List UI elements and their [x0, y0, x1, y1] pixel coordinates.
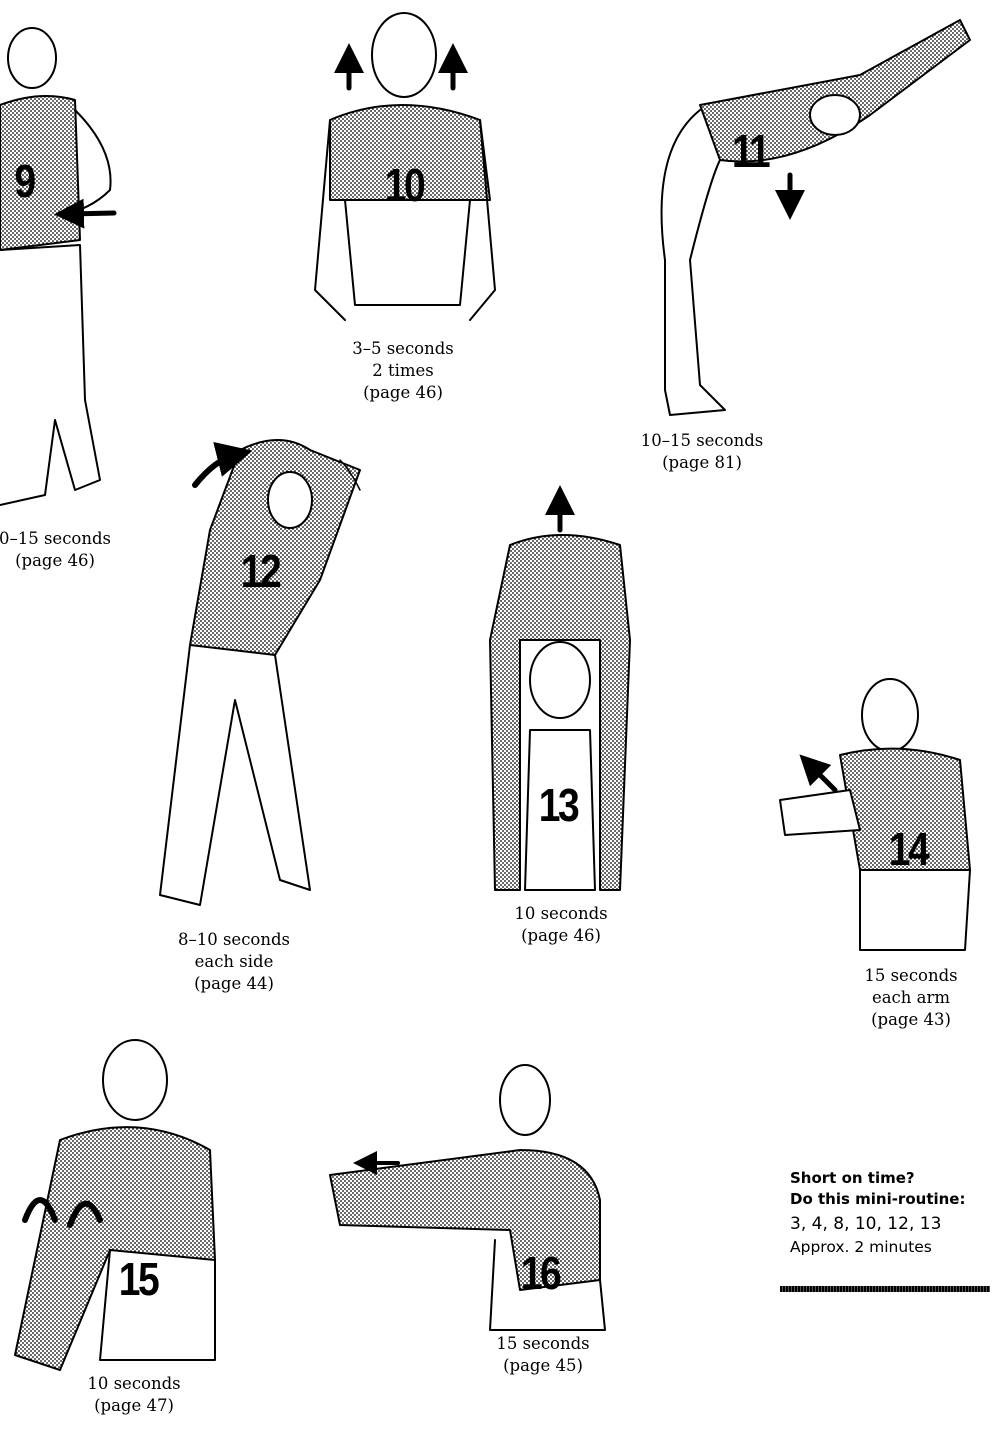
- caption-9: 0–15 seconds (page 46): [0, 528, 111, 572]
- figure-13: [489, 485, 631, 891]
- caption-line: 0–15 seconds: [0, 529, 112, 548]
- caption-line: (page 44): [194, 974, 274, 993]
- caption-line: 10 seconds: [514, 904, 608, 923]
- caption-line: (page 81): [662, 453, 742, 472]
- caption-14: 15 seconds each arm (page 43): [864, 965, 957, 1031]
- mini-routine-heading-1: Short on time?: [790, 1169, 915, 1187]
- mini-routine-list: 3, 4, 8, 10, 12, 13: [790, 1214, 942, 1234]
- caption-line: 10–15 seconds: [640, 431, 764, 450]
- figure-11: [660, 19, 971, 416]
- caption-line: (page 46): [363, 383, 443, 402]
- caption-15: 10 seconds (page 47): [87, 1373, 180, 1417]
- figure-10: [314, 12, 496, 321]
- stretch-number-12: 12: [240, 545, 282, 597]
- caption-line: 3–5 seconds: [352, 339, 454, 358]
- mini-routine-heading-2: Do this mini-routine:: [790, 1190, 966, 1208]
- caption-11: 10–15 seconds (page 81): [641, 430, 764, 474]
- caption-12: 8–10 seconds each side (page 44): [178, 929, 290, 995]
- stretch-number-11: 11: [731, 125, 771, 177]
- caption-10: 3–5 seconds 2 times (page 46): [352, 338, 454, 404]
- figure-14: [779, 678, 971, 951]
- stretch-number-16: 16: [520, 1247, 562, 1299]
- caption-13: 10 seconds (page 46): [514, 903, 607, 947]
- caption-line: (page 46): [15, 551, 95, 570]
- caption-line: 10 seconds: [87, 1374, 181, 1393]
- caption-line: (page 45): [503, 1356, 583, 1375]
- caption-16: 15 seconds (page 45): [496, 1333, 589, 1377]
- caption-line: 2 times: [372, 361, 434, 380]
- stretch-number-9: 9: [14, 155, 36, 207]
- stretch-number-15: 15: [118, 1253, 160, 1305]
- caption-line: (page 47): [94, 1396, 174, 1415]
- mini-routine-box: Short on time? Do this mini-routine: 3, …: [790, 1168, 965, 1258]
- caption-line: 8–10 seconds: [177, 930, 291, 949]
- caption-line: (page 43): [871, 1010, 951, 1029]
- caption-line: (page 46): [521, 926, 601, 945]
- figure-12: [159, 439, 361, 906]
- divider-rule: [780, 1286, 990, 1292]
- figure-15: [14, 1039, 216, 1371]
- caption-line: 15 seconds: [864, 966, 958, 985]
- caption-line: 15 seconds: [496, 1334, 590, 1353]
- stretch-number-13: 13: [538, 779, 580, 831]
- stretch-number-10: 10: [384, 159, 426, 211]
- caption-line: each side: [194, 952, 274, 971]
- figure-16: [329, 1064, 606, 1331]
- figure-9: [0, 27, 117, 506]
- mini-routine-duration: Approx. 2 minutes: [790, 1238, 932, 1256]
- stretch-number-14: 14: [888, 823, 930, 875]
- caption-line: each arm: [871, 988, 951, 1007]
